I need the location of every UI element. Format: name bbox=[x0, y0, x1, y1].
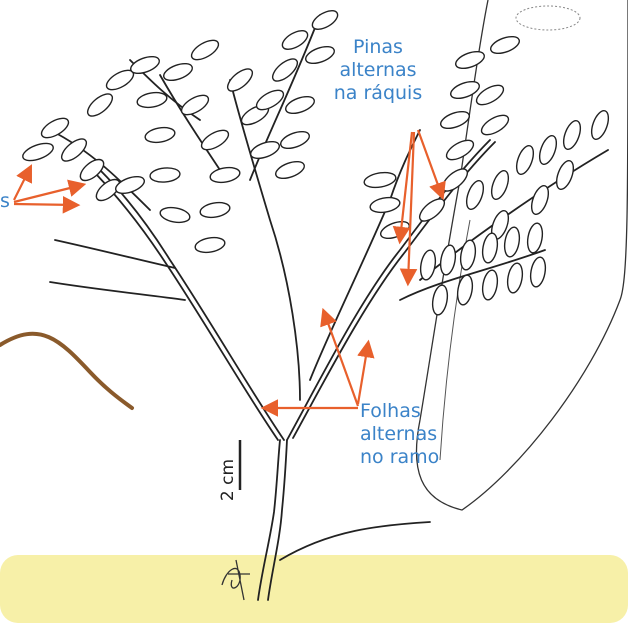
label-line: na ráquis bbox=[318, 82, 438, 105]
left-fragment-label: s bbox=[0, 190, 10, 213]
yellow-band bbox=[0, 555, 628, 623]
label-folhas-alternas: Folhas alternas no ramo bbox=[360, 400, 470, 469]
scale-label: 2 cm bbox=[218, 450, 238, 510]
label-line: no ramo bbox=[360, 446, 470, 469]
label-line: alternas bbox=[318, 59, 438, 82]
label-line: Folhas bbox=[360, 400, 470, 423]
leaflets bbox=[21, 7, 612, 316]
label-line: Pinas bbox=[318, 36, 438, 59]
brown-twig bbox=[0, 334, 132, 408]
label-pinas-alternas: Pinas alternas na ráquis bbox=[318, 36, 438, 105]
speckle-patch bbox=[516, 6, 580, 30]
label-line: alternas bbox=[360, 423, 470, 446]
